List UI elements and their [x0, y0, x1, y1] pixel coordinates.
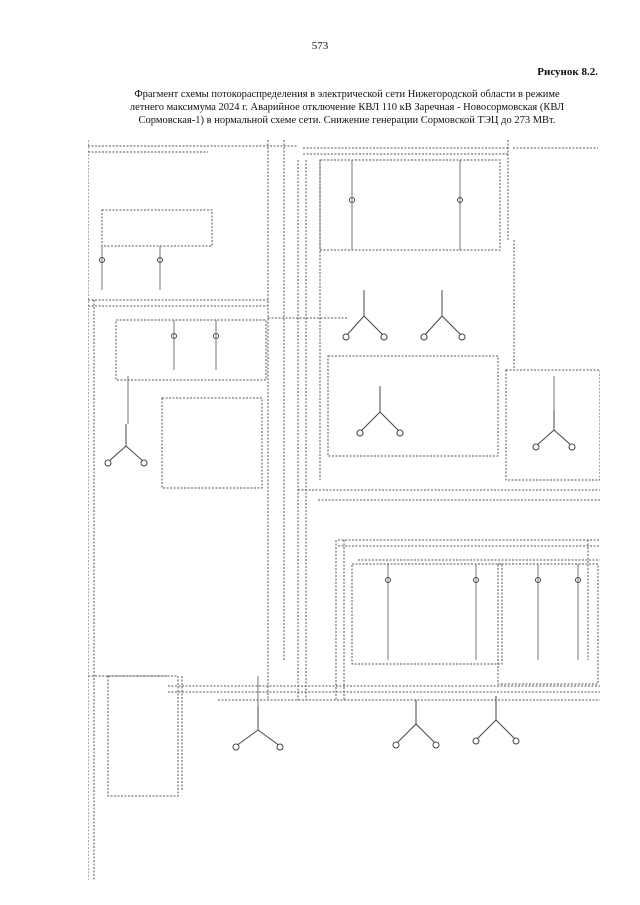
vertical-trunks — [88, 140, 589, 880]
transformer-stars — [107, 290, 573, 747]
page-number: 573 — [311, 40, 329, 52]
breaker-circles — [99, 197, 581, 751]
figure-caption: Фрагмент схемы потокораспределения в эле… — [92, 88, 602, 127]
caption-line-2: летнего максимума 2024 г. Аварийное откл… — [129, 102, 565, 113]
power-flow-diagram — [88, 140, 600, 880]
bus-lines — [88, 145, 600, 701]
tap-lines — [101, 160, 579, 706]
caption-line-1: Фрагмент схемы потокораспределения в эле… — [134, 89, 560, 100]
diagram-svg — [88, 140, 600, 880]
substation-frames — [101, 159, 600, 797]
caption-line-3: Сормовская-1) в нормальной схеме сети. С… — [138, 115, 556, 126]
figure-label: Рисунок 8.2. — [537, 66, 598, 78]
